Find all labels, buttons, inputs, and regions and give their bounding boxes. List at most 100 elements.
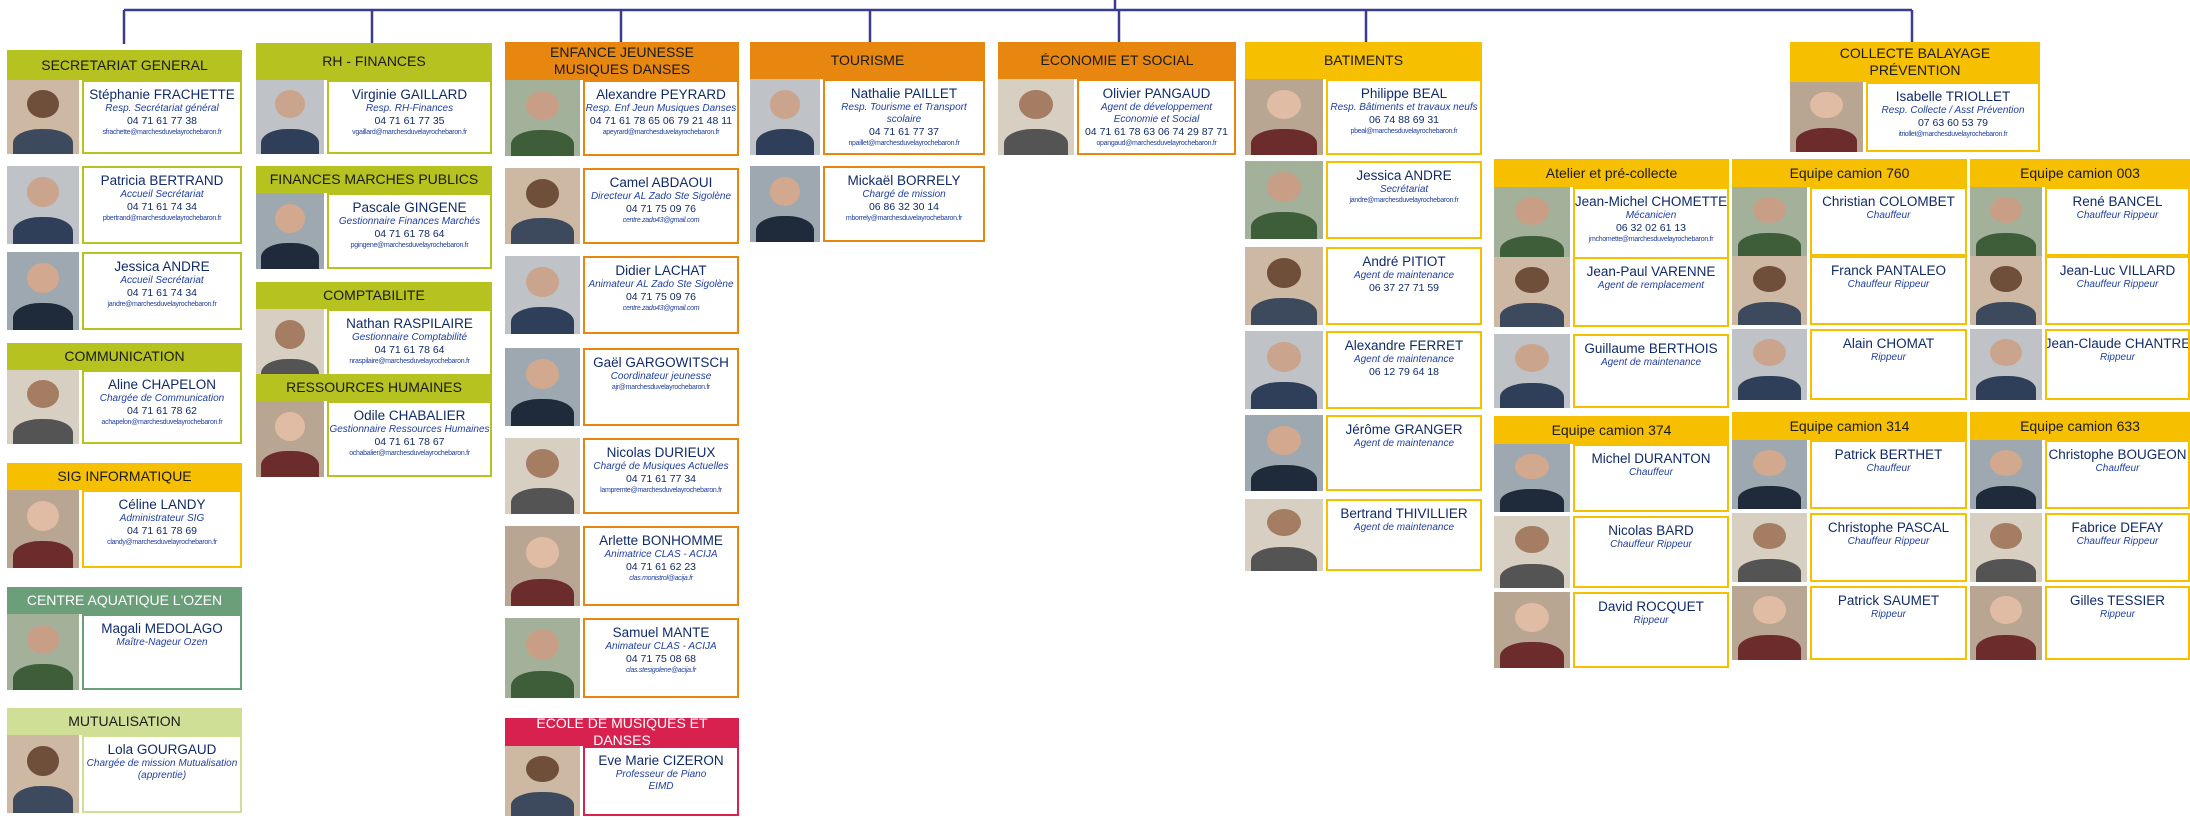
photo-head: [1990, 596, 2022, 625]
person-icon: [256, 193, 324, 269]
photo-head: [1753, 338, 1786, 366]
person-phone: 04 71 75 09 76: [625, 291, 697, 303]
person-email[interactable]: pbertrand@marchesduvelayrochebaron.fr: [102, 215, 222, 222]
person-icon: [1494, 444, 1570, 512]
section-header: ÉCONOMIE ET SOCIAL: [998, 42, 1236, 79]
person-email[interactable]: clas.monistrol@acija.fr: [629, 575, 693, 582]
person-role: Rippeur: [1870, 609, 1907, 620]
photo-head: [1753, 196, 1786, 223]
person-name: Eve Marie CIZERON: [598, 753, 724, 768]
person-name: Mickaël BORRELY: [847, 173, 961, 188]
person-phone: 04 71 61 78 64: [374, 228, 445, 240]
photo-head: [27, 176, 59, 207]
person-phone: 04 71 61 77 35: [374, 115, 445, 127]
person-name: Philippe BEAL: [1360, 86, 1448, 101]
person-icon: [1494, 187, 1570, 261]
photo-shoulders: [511, 399, 574, 426]
photo-shoulders: [511, 218, 574, 244]
person-icon: [1970, 440, 2042, 509]
person-email[interactable]: pbeal@marchesduvelayrochebaron.fr: [1350, 128, 1458, 135]
person-email[interactable]: clas.stesigolene@acija.fr: [625, 667, 697, 674]
person-email[interactable]: apeyrard@marchesduvelayrochebaron.fr: [602, 129, 720, 136]
photo-head: [526, 266, 559, 297]
person-email[interactable]: ochabalier@marchesduvelayrochebaron.fr: [349, 450, 470, 457]
person-email[interactable]: mborrely@marchesduvelayrochebaron.fr: [845, 215, 963, 222]
person-name: Pascale GINGENE: [352, 200, 467, 215]
person-email[interactable]: vgaillard@marchesduvelayrochebaron.fr: [352, 129, 467, 136]
person-email[interactable]: itriollet@marchesduvelayrochebaron.fr: [1898, 131, 2008, 138]
photo-shoulders: [755, 129, 815, 155]
photo-shoulders: [1251, 465, 1317, 491]
person-icon: [256, 80, 324, 154]
person-name: Franck PANTALEO: [1830, 263, 1947, 278]
person-email[interactable]: centre.zado43@gmail.com: [622, 305, 700, 312]
photo-head: [526, 629, 559, 660]
person-phone: 06 37 27 71 59: [1368, 282, 1440, 294]
person-role: Animatrice CLAS - ACIJA: [604, 549, 718, 560]
person-name: Gaël GARGOWITSCH: [593, 355, 729, 370]
person-email[interactable]: ajr@marchesduvelayrochebaron.fr: [611, 384, 711, 391]
person-icon: [1245, 331, 1323, 409]
photo-shoulders: [1975, 375, 2037, 400]
person-icon: [1732, 329, 1807, 400]
person-icon: [1732, 256, 1807, 325]
person-role: Chauffeur Rippeur: [1847, 536, 1930, 547]
person-name: Jessica ANDRE: [114, 259, 210, 274]
person-role: Resp. Collecte / Asst Prévention: [1881, 105, 2025, 116]
person-role: Gestionnaire Finances Marchés: [338, 216, 481, 227]
person-email[interactable]: clandy@marchesduvelayrochebaron.fr: [107, 539, 217, 546]
person-email[interactable]: lampremte@marchesduvelayrochebaron.fr: [600, 487, 722, 494]
photo-head: [27, 90, 59, 119]
person-icon: [505, 168, 580, 244]
person-icon: [1970, 187, 2042, 256]
person-role: Agent de maintenance: [1600, 357, 1702, 368]
person-role: Rippeur: [1870, 352, 1907, 363]
section-header: Equipe camion 633: [1970, 412, 2190, 440]
person-role: Gestionnaire Comptabilité: [351, 332, 468, 343]
person-email[interactable]: npaillet@marchesduvelayrochebaron.fr: [848, 140, 960, 147]
person-name: Jérôme GRANGER: [1345, 422, 1463, 437]
photo-head: [1515, 344, 1549, 373]
person-email[interactable]: achapelon@marchesduvelayrochebaron.fr: [101, 419, 223, 426]
person-email[interactable]: pgingene@marchesduvelayrochebaron.fr: [350, 242, 469, 249]
person-email[interactable]: nraspilaire@marchesduvelayrochebaron.fr: [349, 358, 470, 365]
person-icon: [505, 618, 580, 698]
person-icon: [750, 166, 820, 242]
person-email[interactable]: sfrachette@marchesduvelayrochebaron.fr: [102, 129, 222, 136]
photo-head: [526, 448, 559, 478]
person-email[interactable]: centre.zado43@gmail.com: [622, 217, 700, 224]
person-icon: [505, 438, 580, 514]
section-header: BATIMENTS: [1245, 42, 1482, 79]
person-email[interactable]: jandre@marchesduvelayrochebaron.fr: [1349, 197, 1459, 204]
person-name: Christophe PASCAL: [1827, 520, 1950, 535]
person-email[interactable]: opangaud@marchesduvelayrochebaron.fr: [1096, 140, 1217, 147]
person-role: Professeur de Piano EIMD: [615, 769, 707, 792]
person-email[interactable]: jmchomette@marchesduvelayrochebaron.fr: [1588, 236, 1714, 243]
photo-shoulders: [261, 128, 319, 154]
person-name: Bertrand THIVILLIER: [1340, 506, 1468, 521]
photo-head: [526, 358, 559, 389]
person-email[interactable]: jandre@marchesduvelayrochebaron.fr: [107, 301, 217, 308]
person-name: David ROCQUET: [1598, 599, 1704, 614]
